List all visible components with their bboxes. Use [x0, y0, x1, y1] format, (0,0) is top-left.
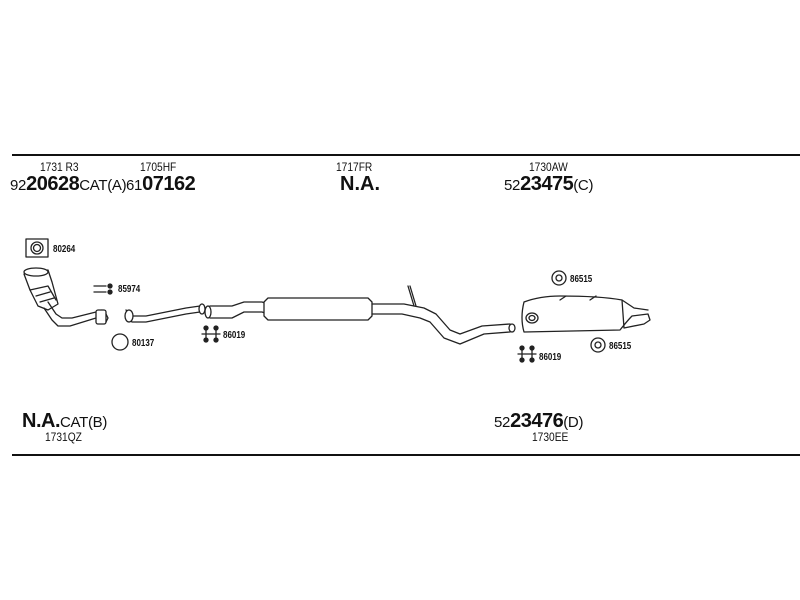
part-number-suffix: (D)	[563, 414, 584, 431]
rubber-mount-icon[interactable]	[551, 270, 567, 286]
part-number-suffix: (C)	[573, 177, 594, 194]
ring-gasket-icon[interactable]	[111, 333, 129, 351]
part-number-suffix: CAT(B)	[60, 414, 108, 431]
part-ref-catalyst-b: 1731QZ	[45, 430, 82, 444]
part-number-prefix: 92	[10, 177, 27, 194]
part-number-rear-silencer-d[interactable]: 5223476(D)	[494, 410, 583, 433]
part-label-middle-silencer[interactable]: N.A.	[340, 173, 380, 195]
hanger-icon[interactable]	[201, 325, 221, 343]
component-label-ring: 80137	[132, 338, 155, 349]
component-label-hanger-left: 86019	[223, 330, 246, 341]
catalytic-converter-icon[interactable]	[23, 267, 109, 327]
part-ref-rear-silencer: 1730AW	[529, 160, 568, 174]
part-number-catalyst[interactable]: 9220628CAT(A)	[10, 173, 127, 196]
part-number-suffix: CAT(A)	[79, 177, 127, 194]
part-number-main: 23476	[510, 410, 564, 432]
component-label-gasket: 80264	[53, 244, 76, 255]
component-label-mount-top: 86515	[570, 274, 593, 285]
part-number-prefix: 52	[504, 177, 521, 194]
hanger-icon[interactable]	[517, 345, 537, 363]
component-label-mount-bottom: 86515	[609, 341, 632, 352]
part-ref-middle-silencer: 1717FR	[336, 160, 373, 174]
part-number-prefix: 61	[126, 177, 143, 194]
component-label-clamp: 85974	[118, 284, 141, 295]
part-number-front-pipe[interactable]: 6107162	[126, 173, 196, 196]
part-number-catalyst-b[interactable]: N.A.CAT(B)	[22, 410, 107, 433]
top-divider	[12, 154, 800, 156]
front-pipe-icon[interactable]	[124, 303, 206, 323]
part-number-main: 20628	[26, 173, 80, 195]
part-label-main: N.A.	[22, 410, 61, 432]
part-number-prefix: 52	[494, 414, 511, 431]
part-number-main: 23475	[520, 173, 574, 195]
part-number-main: 07162	[142, 173, 196, 195]
gasket-icon[interactable]	[25, 238, 49, 258]
part-number-rear-silencer[interactable]: 5223475(C)	[504, 173, 593, 196]
bottom-divider	[12, 454, 800, 456]
clamp-icon[interactable]	[93, 283, 113, 295]
rubber-mount-icon[interactable]	[590, 337, 606, 353]
part-ref-catalyst: 1731 R3	[40, 160, 79, 174]
rear-silencer-icon[interactable]	[521, 295, 651, 333]
part-ref-rear-silencer-d: 1730EE	[532, 430, 569, 444]
part-ref-front-pipe: 1705HF	[140, 160, 177, 174]
component-label-hanger-right: 86019	[539, 352, 562, 363]
middle-silencer-icon[interactable]	[204, 285, 516, 345]
